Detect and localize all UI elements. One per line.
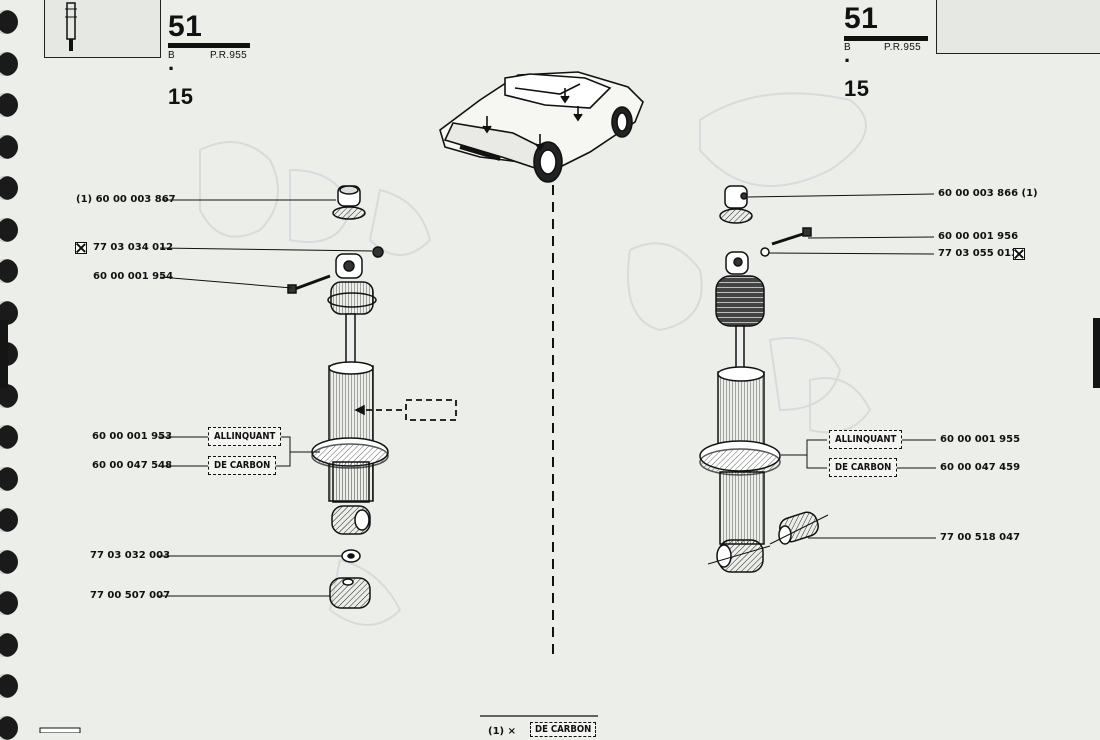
variant-left: B <box>168 50 175 61</box>
thumbnail-shock-absorber-right <box>936 0 1100 54</box>
left-nut-ref: 77 03 034 012 <box>93 242 174 253</box>
left-allinquant-box: ALLINQUANT <box>208 427 282 446</box>
right-nut-ref: 77 03 055 013 <box>938 248 1019 259</box>
ref-left: P.R.955 <box>210 50 247 61</box>
left-bolt-ref: 60 00 001 954 <box>93 271 174 282</box>
right-allinquant-box: ALLINQUANT <box>829 430 903 449</box>
section-number-left: 51 . 15 <box>168 10 203 109</box>
binding-hole <box>0 674 18 698</box>
right-top-mount-ref: 60 00 003 866 (1) <box>938 188 1038 199</box>
section-number-right: 51 . 15 <box>844 2 879 101</box>
binding-hole <box>0 425 18 449</box>
right-bushing-ref: 77 00 518 047 <box>940 532 1021 543</box>
left-decarbon-ref: 60 00 047 548 <box>92 460 173 471</box>
binding-hole <box>0 259 18 283</box>
binding-hole <box>0 176 18 200</box>
binding-hole <box>0 10 18 34</box>
ref-right: P.R.955 <box>884 42 921 53</box>
left-shock-absorber <box>287 185 457 609</box>
right-bolt-ref: 60 00 001 956 <box>938 231 1019 242</box>
thumbnail-shock-absorber <box>44 0 161 58</box>
binding-hole <box>0 632 18 657</box>
variant-right: B <box>844 42 851 53</box>
binding-hole <box>0 300 18 325</box>
left-leader-lines <box>158 199 373 597</box>
section-edge-tab-left <box>0 320 8 388</box>
section-sub: 15 <box>844 76 870 101</box>
section-sub: 15 <box>168 84 194 109</box>
left-allinquant-ref: 60 00 001 953 <box>92 431 173 442</box>
right-nut-marker-icon <box>1013 248 1025 260</box>
binding-hole <box>0 93 18 117</box>
binding-hole <box>0 508 18 532</box>
binding-hole <box>0 51 18 76</box>
left-washer-ref: 77 03 032 003 <box>90 550 171 561</box>
right-shock-absorber <box>699 185 829 573</box>
right-leader-lines <box>747 193 936 539</box>
binding-hole <box>0 466 18 491</box>
section-main: 51 <box>844 2 879 35</box>
section-main: 51 <box>168 10 203 43</box>
left-bushing-ref: 77 00 507 007 <box>90 590 171 601</box>
shock-thumbnail-icon <box>65 2 77 51</box>
binding-hole <box>0 134 18 159</box>
right-decarbon-ref: 60 00 047 459 <box>940 462 1021 473</box>
footer-brand-box: DE CARBON <box>530 722 597 737</box>
section-edge-tab-right <box>1093 318 1100 388</box>
binding-hole <box>0 383 18 408</box>
bleed-through-ghost <box>199 92 872 626</box>
left-decarbon-box: DE CARBON <box>208 456 277 475</box>
left-nut-marker-icon <box>75 242 87 254</box>
binding-hole <box>0 549 18 574</box>
binding-hole <box>0 217 18 242</box>
left-top-mount-ref: (1) 60 00 003 867 <box>76 194 176 205</box>
right-allinquant-ref: 60 00 001 955 <box>940 434 1021 445</box>
section-bar-right <box>844 36 928 41</box>
footer-tab <box>39 727 81 733</box>
right-decarbon-box: DE CARBON <box>829 458 898 477</box>
car-illustration <box>439 71 644 183</box>
section-bar-left <box>168 43 250 48</box>
binding-hole <box>0 591 18 615</box>
footer-note: (1) × <box>488 726 516 737</box>
